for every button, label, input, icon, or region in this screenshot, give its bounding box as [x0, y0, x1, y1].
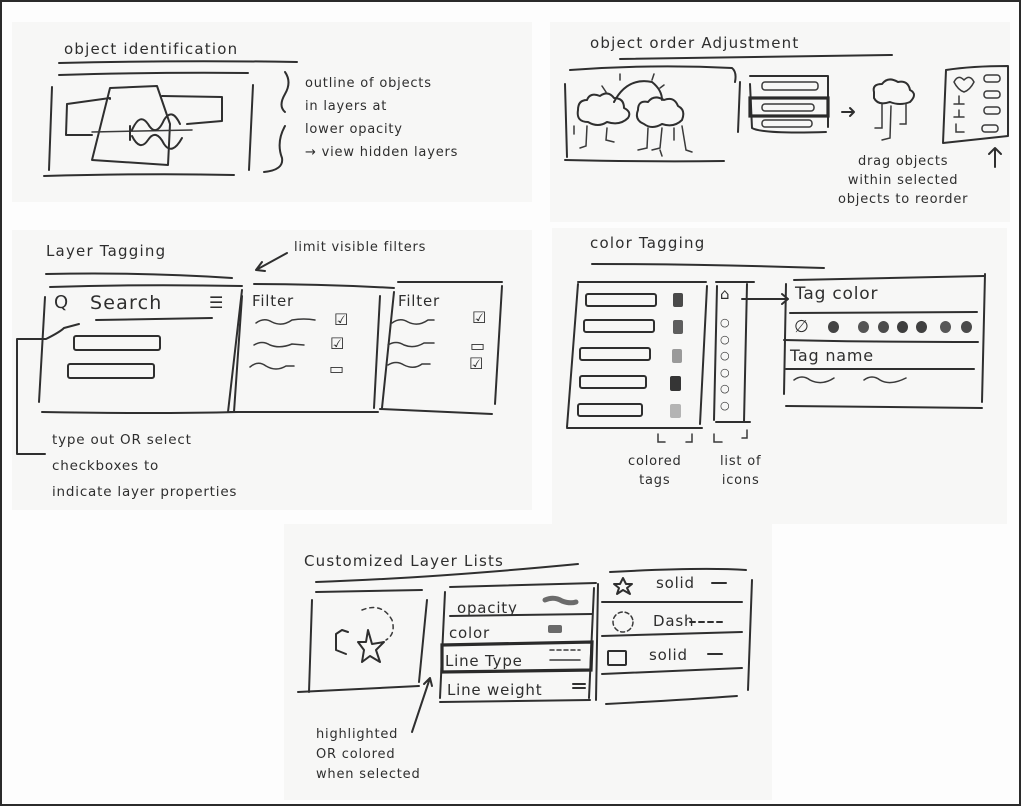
tag-icon-selected[interactable]: ⌂ [720, 285, 731, 303]
color-tagging-sketch [566, 263, 986, 443]
filter-title: Filter [252, 292, 294, 310]
property-label: Line weight [447, 681, 543, 699]
annotation-colored-tags: colored tags [628, 454, 682, 488]
color-tag-swatch[interactable] [673, 293, 683, 307]
color-swatch[interactable] [828, 321, 839, 333]
color-tag-swatch[interactable] [672, 349, 682, 363]
search-icon[interactable]: Q [54, 292, 69, 313]
color-swatch[interactable] [878, 321, 889, 333]
paper-patch [12, 230, 532, 510]
filter-title: Filter [398, 292, 440, 310]
annotation: drag objects within selected objects to … [838, 154, 969, 207]
section-title: Layer Tagging [46, 242, 167, 260]
paper-patch [284, 524, 772, 800]
tag-color-label: Tag color [795, 284, 879, 304]
property-label: Line Type [445, 652, 523, 670]
color-swatch[interactable] [916, 321, 927, 333]
annotation-list-of-icons: list of icons [720, 454, 762, 488]
paper-patch [12, 22, 532, 202]
object-order-sketch [564, 54, 1009, 168]
annotation: type out OR select checkboxes to indicat… [52, 432, 238, 500]
checkbox-checked[interactable]: ☑ [330, 334, 345, 353]
property-label: color [449, 624, 490, 642]
checkbox-checked[interactable]: ☑ [472, 308, 487, 327]
color-swatch[interactable] [897, 321, 908, 333]
object-identification-sketch [43, 60, 298, 177]
property-label: opacity [457, 599, 518, 617]
checkbox-checked[interactable]: ☑ [469, 354, 484, 373]
checkbox-unchecked[interactable]: ▭ [470, 336, 486, 355]
section-title: color Tagging [590, 234, 706, 252]
line-type-label: Dash [653, 612, 695, 630]
layer-tagging-sketch [16, 252, 503, 455]
section-title: object identification [64, 40, 239, 58]
icon-list[interactable]: ○○○○○○ [720, 316, 731, 412]
annotation: highlighted OR colored when selected [316, 727, 421, 782]
section-title: Customized Layer Lists [304, 552, 505, 570]
color-swatch[interactable] [858, 321, 869, 333]
color-tag-swatch[interactable] [670, 404, 681, 418]
callout-limit-filters: limit visible filters [294, 240, 427, 255]
checkbox-unchecked[interactable]: ▭ [329, 359, 345, 378]
search-input[interactable]: Search [90, 292, 163, 314]
no-color-swatch[interactable]: ∅ [794, 317, 810, 337]
line-type-label: solid [649, 646, 688, 664]
color-tag-swatch[interactable] [673, 320, 683, 334]
color-swatch[interactable] [961, 321, 972, 333]
section-title: object order Adjustment [590, 34, 800, 52]
color-swatch[interactable] [940, 321, 951, 333]
filter-menu-icon[interactable]: ☰ [209, 293, 224, 312]
color-tag-swatch[interactable] [670, 376, 681, 391]
paper-patch [550, 22, 1010, 222]
tag-name-label: Tag name [790, 346, 874, 365]
annotation: outline of objects in layers at lower op… [305, 76, 459, 160]
line-type-label: solid [656, 574, 695, 592]
checkbox-checked[interactable]: ☑ [334, 310, 349, 329]
